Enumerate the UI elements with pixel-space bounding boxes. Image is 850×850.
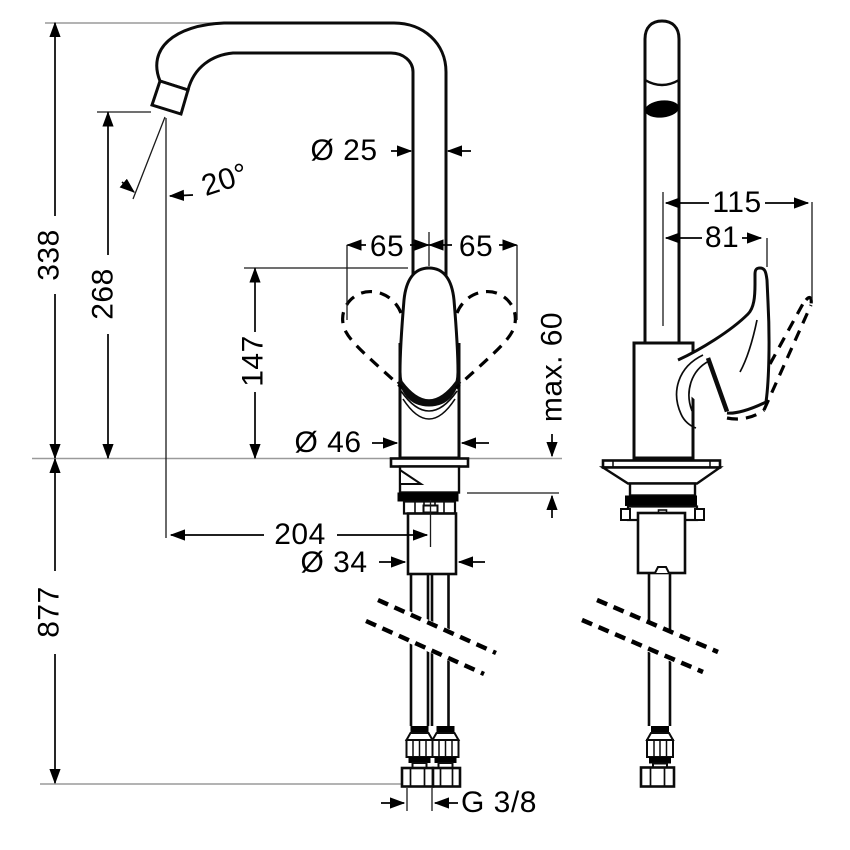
label-d25: Ø 25 (310, 134, 377, 167)
handle-front (398, 266, 460, 407)
break-line-lower (581, 617, 704, 675)
junction-arc-thin (402, 398, 456, 420)
shank-notch (654, 566, 670, 574)
cartridge-cap-curve-outer (675, 354, 704, 429)
spout-pipe-side (643, 19, 681, 347)
supply-hose-side (581, 573, 720, 788)
raised-handle-front-edge (762, 304, 813, 411)
break-line-upper (377, 597, 497, 656)
label-338: 338 (33, 229, 66, 281)
aerator-opening-side (645, 100, 679, 118)
fitting-rib-lines (438, 740, 453, 757)
bracket-tab-left (620, 508, 631, 521)
base-flange-front (389, 457, 470, 468)
handle-highlight-line (739, 319, 758, 373)
side-view (581, 19, 813, 788)
label-65-left: 65 (370, 230, 404, 263)
label-d46: Ø 46 (294, 426, 361, 459)
fitting-flare (430, 732, 461, 741)
raised-handle-rear-edge (768, 299, 807, 365)
hex-nut-side (639, 766, 676, 788)
handle-raised-dashed (726, 295, 813, 421)
fitting-rib-lines (412, 740, 427, 757)
hose-break-mask (586, 598, 720, 678)
fitting-band (410, 726, 429, 733)
label-877: 877 (33, 586, 66, 638)
raised-handle-tip (804, 295, 813, 306)
hose-fitting-left (404, 726, 435, 769)
label-204: 204 (274, 518, 326, 551)
label-d34: Ø 34 (300, 546, 367, 579)
break-line-lower (365, 618, 485, 677)
dim-angle-arrow-left (119, 178, 135, 193)
fitting-collar (434, 757, 457, 763)
handle-side-outline (677, 266, 771, 415)
bracket-tab-right (694, 508, 705, 521)
base-gasket-front (397, 492, 459, 502)
break-line-upper (596, 597, 719, 655)
spout-axis-line (132, 116, 166, 200)
fitting-band (436, 726, 455, 733)
label-268: 268 (87, 268, 120, 320)
fitting-collar (649, 757, 671, 764)
label-147: 147 (237, 335, 270, 387)
base-gasket-side (625, 495, 697, 506)
hex-nut-facets (409, 768, 426, 787)
mounting-base-side (598, 459, 724, 575)
ext-g38 (406, 788, 433, 811)
front-view (150, 21, 517, 788)
hex-nut-left (400, 766, 435, 788)
supply-hoses-front (365, 574, 498, 788)
fitting-flare (404, 732, 435, 741)
junction-arc-thick (396, 379, 462, 405)
fitting-band (651, 726, 669, 733)
hose-fitting-right (430, 726, 461, 769)
cartridge-cap-curve-inner (688, 360, 710, 412)
fitting-rib-lines (653, 740, 668, 757)
label-20deg: 20° (198, 157, 253, 203)
swivel-dashed-right (454, 290, 517, 390)
label-81: 81 (705, 221, 739, 254)
fitting-flare (645, 732, 675, 741)
handle-body-junction-arcs (396, 379, 462, 420)
hex-nut-facets (649, 767, 666, 787)
handle-side-fill (678, 268, 770, 414)
mounting-shank-front (406, 512, 458, 576)
base-wedge-detail (399, 468, 425, 485)
swivel-range-dashed (341, 290, 517, 390)
label-g38: G 3/8 (461, 786, 537, 819)
handle-joint-line (705, 357, 730, 413)
hex-nut-facets (439, 768, 454, 787)
dimension-lines (49, 21, 813, 811)
base-cup-side (628, 482, 697, 497)
base-flange-skirt-side (598, 466, 724, 485)
mounting-shank-side (636, 511, 687, 575)
mounting-base-front (389, 457, 470, 576)
label-65-right: 65 (459, 230, 493, 263)
aerator-ring-side (644, 78, 680, 87)
hose-break-mask (366, 597, 498, 678)
spout-aerator (150, 79, 190, 116)
label-max60: max. 60 (536, 312, 569, 422)
dim-angle-arrow-right (168, 189, 194, 201)
dimension-labels: 338 268 147 877 20° Ø 25 65 65 Ø 46 max.… (33, 134, 762, 819)
swivel-dashed-left (341, 290, 404, 390)
flange-step-lines (612, 460, 711, 468)
bracket-detail-lines (414, 501, 445, 514)
hex-nut-right (431, 766, 462, 788)
junction-arc-thin (400, 390, 458, 412)
raised-handle-bottom (726, 408, 765, 421)
reference-lines (32, 22, 562, 785)
label-115: 115 (712, 186, 761, 219)
fitting-collar (408, 757, 431, 763)
